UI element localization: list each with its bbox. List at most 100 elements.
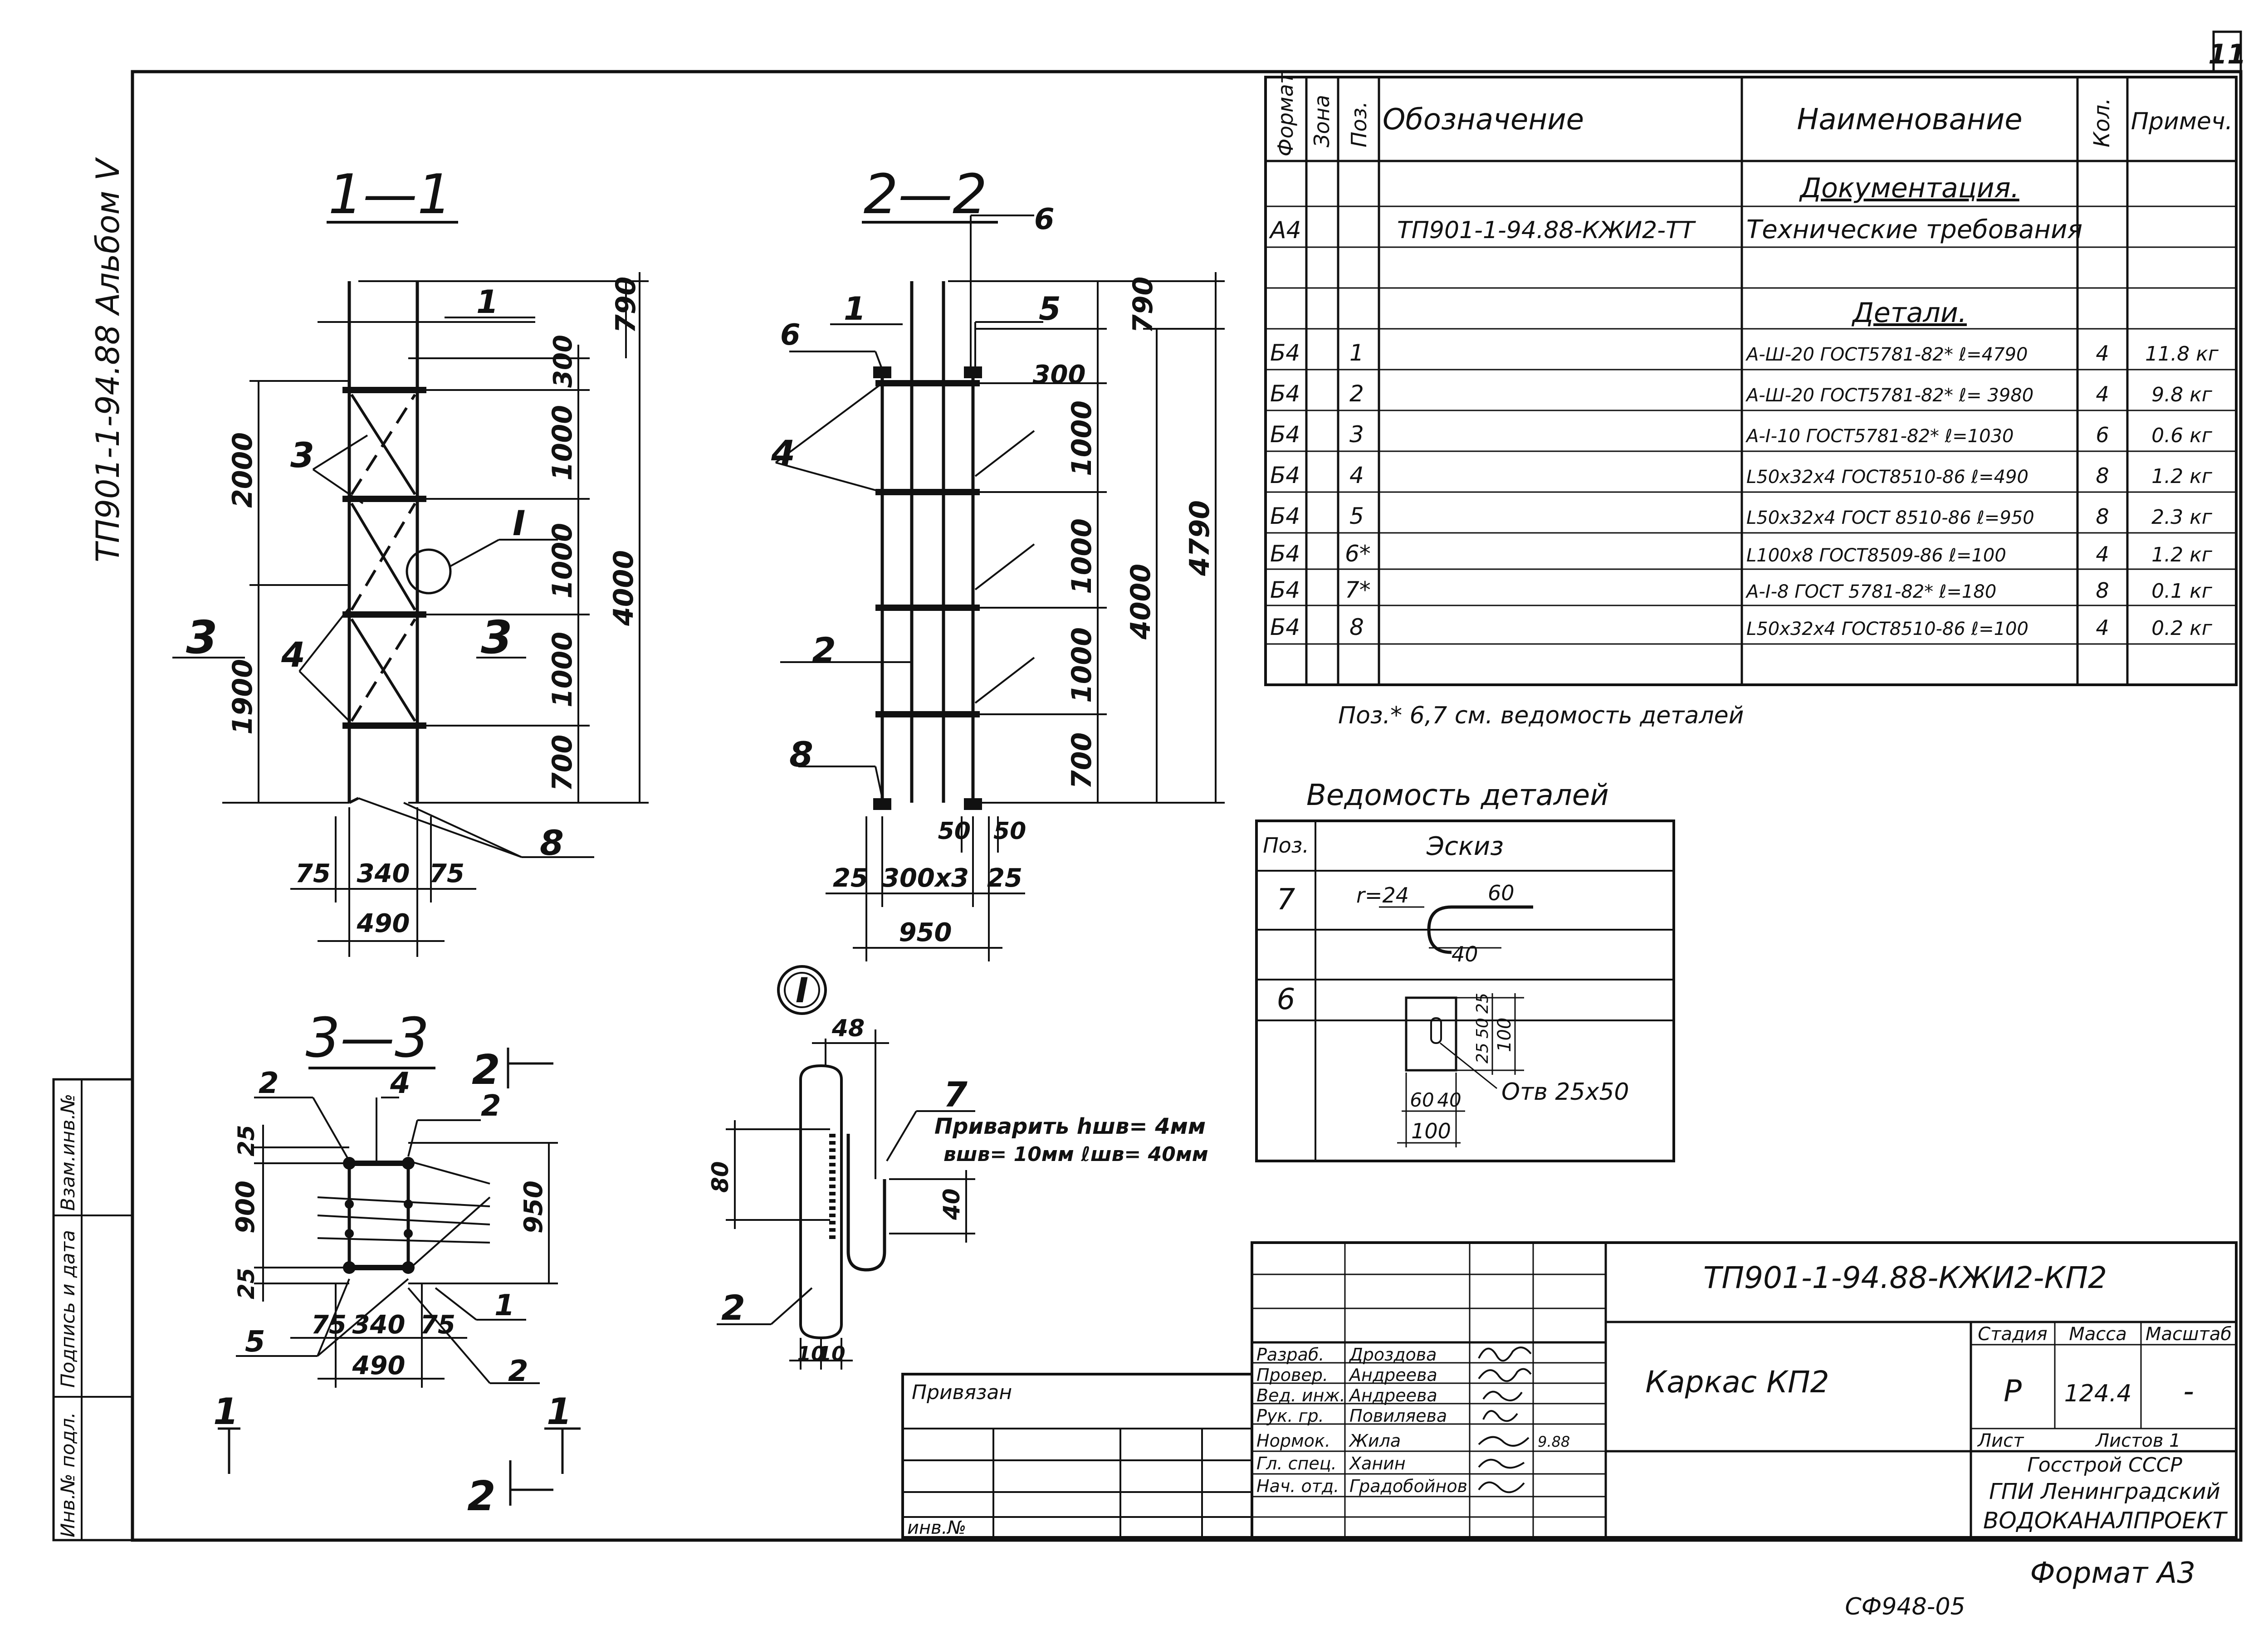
details-header-sketch: Эскиз [1426, 832, 1504, 861]
role-person: Ханин [1349, 1454, 1406, 1473]
spec-row-note: 1.2 кг [2151, 465, 2213, 488]
spec-row-fmt: Б4 [1270, 614, 1300, 640]
s33-cut-2-top: 2 [472, 1046, 500, 1094]
role-label: Разраб. [1256, 1345, 1324, 1365]
details-6-dim25b: 25 [1473, 1043, 1492, 1063]
spec-row-qty: 4 [2096, 382, 2109, 406]
detail-dim-40: 40 [938, 1188, 965, 1220]
scale-header: Масштаб [2146, 1324, 2232, 1345]
role-person: Андреева [1348, 1365, 1437, 1385]
spec-row-name: L50x32x4 ГОСТ 8510-86 ℓ=950 [1746, 507, 2034, 528]
s33-dim-75a: 75 [311, 1310, 347, 1340]
detail-weld-note-2: вшв= 10мм ℓшв= 40мм [943, 1143, 1208, 1166]
spec-row-fmt: Б4 [1270, 503, 1300, 529]
s22-callout-6-left: 6 [780, 318, 801, 352]
s11-dim-4000: 4000 [608, 550, 640, 626]
s33-callout-2c: 2 [508, 1355, 528, 1388]
s22-dim-50b: 50 [993, 818, 1026, 845]
spec-row-note: 0.2 кг [2151, 617, 2213, 640]
spec-header-note: Примеч. [2131, 108, 2233, 135]
s22-callout-4: 4 [771, 433, 795, 473]
s33-cut-1-right: 1 [547, 1390, 572, 1433]
section-3-3-title: 3—3 [306, 1007, 430, 1070]
details-pos-6: 6 [1277, 983, 1295, 1016]
s33-cut-1-left: 1 [213, 1390, 239, 1433]
role-person: Повиляева [1349, 1406, 1447, 1426]
s33-callout-4: 4 [390, 1067, 411, 1100]
s22-dim-4790: 4790 [1184, 500, 1216, 576]
detail-dim-10b: 10 [817, 1342, 845, 1366]
details-6-dim50: 50 [1473, 1018, 1492, 1039]
detail-dim-80: 80 [707, 1161, 733, 1193]
privyazan-box: Привязан инв.№ [901, 1373, 1253, 1539]
spec-row-qty: 8 [2096, 578, 2109, 603]
detail-weld-note-1: Приварить hшв= 4мм [934, 1114, 1206, 1139]
spec-row: Б4 5 L50x32x4 ГОСТ 8510-86 ℓ=950 8 2.3 к… [1270, 503, 2213, 529]
details-7-len40: 40 [1452, 942, 1478, 966]
s22-dim-25a: 25 [833, 863, 868, 893]
sheet-label: Лист [1977, 1430, 2024, 1451]
spec-row: Б4 1 А-Ш-20 ГОСТ5781-82* ℓ=4790 4 11.8 к… [1270, 340, 2219, 366]
s11-dim-700: 700 [547, 735, 578, 791]
s33-dim-25b: 25 [233, 1268, 259, 1299]
details-table: Ведомость деталей Поз. Эскиз 7 6 r=24 60… [1255, 779, 1675, 1162]
spec-header-designation: Обозначение [1383, 103, 1584, 137]
details-title: Ведомость деталей [1306, 779, 1609, 812]
s11-dim-340: 340 [357, 859, 410, 888]
spec-row-qty: 4 [2096, 542, 2109, 566]
album-label: ТП901-1-94.88 Альбом V [89, 157, 127, 562]
spec-row-name: Технические требования [1746, 215, 2082, 244]
sign-date: 9.88 [1538, 1433, 1570, 1450]
spec-row-pos: 6* [1345, 541, 1371, 567]
spec-row-pos: 8 [1349, 614, 1364, 640]
spec-row-pos: 1 [1349, 340, 1364, 366]
details-6-dim60: 60 [1410, 1089, 1434, 1111]
s33-dim-900: 900 [231, 1180, 260, 1234]
spec-row: Б4 8 L50x32x4 ГОСТ8510-86 ℓ=100 4 0.2 кг [1270, 614, 2213, 640]
title-block-name: Каркас КП2 [1645, 1365, 1829, 1400]
s11-dim-75b: 75 [429, 859, 464, 888]
s33-callout-1: 1 [494, 1289, 515, 1322]
s22-dim-4000: 4000 [1125, 564, 1157, 640]
spec-row-documentation: Документация. [1799, 172, 2019, 204]
role-person: Андреева [1348, 1385, 1437, 1405]
stamp-replace-inv: Взам.инв.№ [57, 1094, 79, 1211]
spec-row-fmt: Б4 [1270, 421, 1300, 448]
role-person: Дроздова [1349, 1345, 1437, 1365]
spec-header-zone: Зона [1310, 95, 1334, 147]
spec-row-note: 0.6 кг [2151, 424, 2213, 447]
s11-cut-3-left: 3 [186, 611, 218, 664]
spec-row-name: А-I-10 ГОСТ5781-82* ℓ=1030 [1745, 426, 2014, 447]
role-label: Нормок. [1256, 1431, 1330, 1451]
spec-row-qty: 6 [2096, 423, 2109, 447]
details-6-dim100h: 100 [1411, 1119, 1451, 1143]
detail-dim-48: 48 [831, 1015, 865, 1042]
s11-dim-1000b: 1000 [547, 523, 578, 599]
sheets-label: Листов 1 [2095, 1430, 2181, 1451]
sheet-number-box [2212, 30, 2242, 73]
mass-header: Масса [2069, 1324, 2127, 1345]
spec-row-fmt: Б4 [1270, 462, 1300, 488]
format-label: Формат А3 [2030, 1556, 2196, 1590]
sheet-number: 11 [2208, 39, 2246, 70]
spec-row-pos: 3 [1349, 421, 1364, 448]
s11-dim-490: 490 [357, 909, 410, 938]
s11-dim-1000a: 1000 [547, 405, 578, 481]
spec-row-name: L50x32x4 ГОСТ8510-86 ℓ=490 [1746, 467, 2028, 488]
spec-row-fmt: Б4 [1270, 340, 1300, 366]
detail-callout-2: 2 [721, 1288, 745, 1328]
s22-dim-790: 790 [1127, 277, 1159, 333]
s11-callout-3: 3 [290, 435, 314, 475]
privyazan-label: Привязан [912, 1381, 1012, 1404]
spec-row: Б4 4 L50x32x4 ГОСТ8510-86 ℓ=490 8 1.2 кг [1270, 462, 2213, 488]
spec-row-pos: 2 [1349, 380, 1364, 407]
s11-callout-4: 4 [281, 634, 305, 675]
s11-dim-75a: 75 [295, 859, 331, 888]
role-label: Вед. инж. [1256, 1385, 1345, 1405]
scale-value: - [2183, 1374, 2194, 1409]
s22-callout-1: 1 [844, 290, 866, 327]
role-label: Провер. [1256, 1365, 1328, 1385]
s11-dim-1900: 1900 [227, 659, 259, 735]
title-block-code: ТП901-1-94.88-КЖИ2-КП2 [1703, 1260, 2107, 1295]
s33-cut-2-bottom: 2 [467, 1473, 496, 1520]
